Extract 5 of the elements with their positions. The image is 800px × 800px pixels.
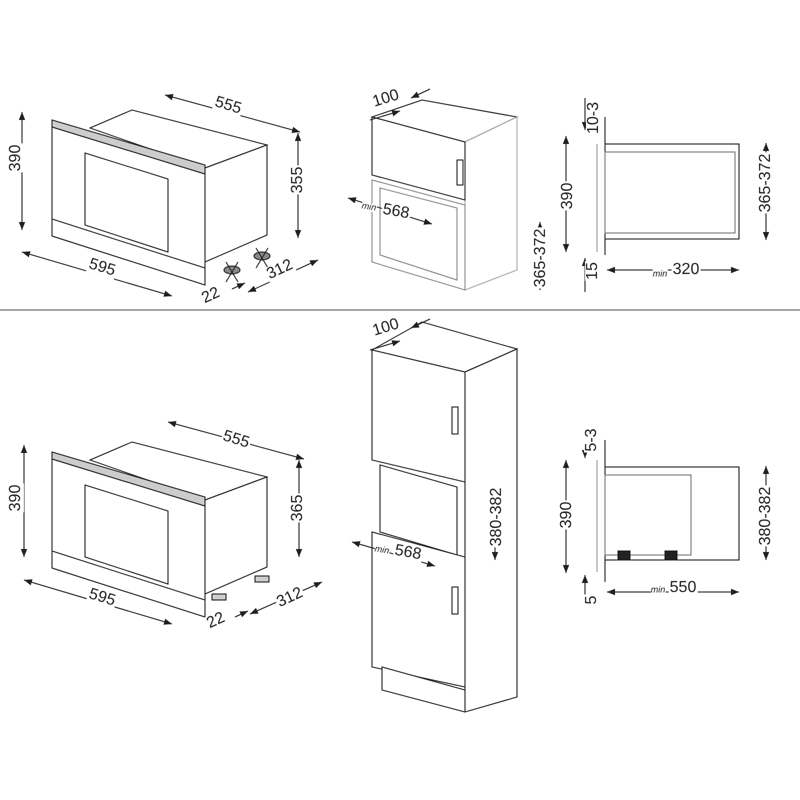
dimension-label: min [652, 270, 668, 278]
dimension-label: min [650, 586, 666, 594]
dimension-label: 390 [8, 484, 24, 512]
dimension-label: 390 [8, 144, 24, 172]
dimension-label: min [361, 201, 377, 213]
